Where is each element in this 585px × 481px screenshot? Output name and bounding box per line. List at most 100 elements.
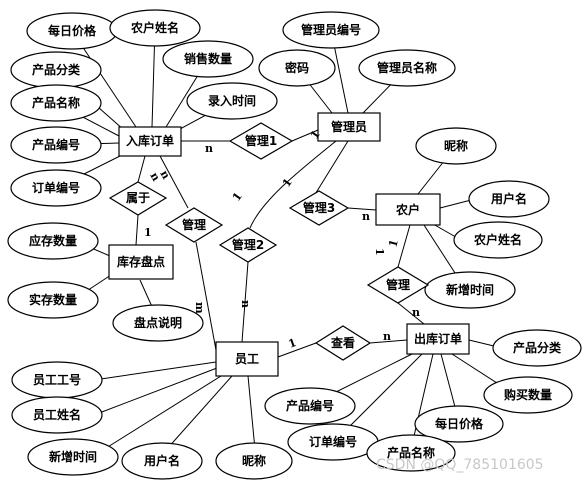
svg-text:每日价格: 每日价格	[435, 416, 484, 431]
svg-text:管理员: 管理员	[331, 119, 367, 134]
svg-text:新增时间: 新增时间	[49, 449, 97, 464]
attribute-nickname: 昵称	[415, 127, 497, 165]
svg-text:管理员编号: 管理员编号	[301, 22, 361, 37]
svg-text:录入时间: 录入时间	[208, 93, 256, 108]
relationship-manage1: 管理1	[228, 122, 294, 160]
svg-text:产品名称: 产品名称	[387, 445, 435, 460]
svg-text:昵称: 昵称	[444, 138, 468, 153]
watermark: CSDN @QQ_785101605	[376, 457, 544, 473]
relationship-view: 查看	[314, 325, 372, 361]
svg-text:员工工号: 员工工号	[33, 372, 81, 387]
cardinality-label: n	[239, 300, 252, 308]
attribute-staff-added-time: 新增时间	[27, 438, 119, 476]
attribute-username: 用户名	[468, 180, 550, 218]
attribute-ellipses: 每日价格 农户姓名 产品分类 销售数量 录入时间 产品名称 产品编号 订单编号 …	[7, 9, 582, 480]
attribute-out-product-no: 产品编号	[264, 387, 356, 425]
svg-text:新增时间: 新增时间	[446, 282, 494, 297]
svg-text:入库订单: 入库订单	[126, 133, 174, 148]
cardinality-label: n	[205, 142, 213, 155]
svg-text:农户姓名: 农户姓名	[130, 20, 179, 35]
svg-text:管理2: 管理2	[232, 237, 264, 252]
svg-text:属于: 属于	[126, 191, 150, 205]
cardinality-label: n	[412, 306, 420, 319]
svg-text:查看: 查看	[330, 335, 355, 350]
cardinality-label: 1	[287, 336, 299, 351]
attribute-sales-qty: 销售数量	[162, 40, 254, 78]
attribute-product-category: 产品分类	[10, 51, 102, 89]
cardinality-label: m	[193, 302, 206, 314]
svg-text:产品名称: 产品名称	[32, 95, 80, 110]
svg-text:订单编号: 订单编号	[32, 180, 80, 195]
attribute-actual-stock: 实存数量	[7, 281, 99, 319]
attribute-product-name: 产品名称	[10, 84, 102, 122]
svg-text:订单编号: 订单编号	[309, 434, 357, 449]
attribute-admin-no: 管理员编号	[282, 11, 380, 49]
svg-text:管理: 管理	[182, 217, 206, 232]
svg-text:应存数量: 应存数量	[29, 233, 77, 248]
svg-text:产品编号: 产品编号	[286, 398, 334, 413]
cardinality-label: 1	[230, 190, 245, 204]
attribute-order-no: 订单编号	[10, 169, 102, 207]
svg-text:农户姓名: 农户姓名	[473, 232, 522, 247]
svg-text:销售数量: 销售数量	[184, 51, 232, 66]
attribute-staff-username: 用户名	[121, 442, 203, 480]
cardinality-label: 1	[386, 238, 401, 249]
svg-text:管理: 管理	[386, 277, 410, 292]
cardinality-label: n	[383, 330, 391, 343]
attribute-out-daily-price: 每日价格	[414, 405, 504, 443]
attribute-due-stock: 应存数量	[7, 222, 99, 260]
attribute-product-no: 产品编号	[10, 126, 102, 164]
svg-text:昵称: 昵称	[242, 453, 266, 468]
entity-admin: 管理员	[317, 112, 381, 142]
entity-farmer: 农户	[375, 193, 441, 226]
attribute-staff-nickname: 昵称	[215, 442, 293, 480]
attribute-entry-time: 录入时间	[186, 82, 278, 120]
cardinality-label: 1	[373, 248, 386, 256]
cardinality-label: 1	[144, 226, 152, 239]
entity-inbound-order: 入库订单	[118, 126, 182, 157]
relationship-manage-a: 管理	[164, 207, 224, 243]
svg-text:管理3: 管理3	[303, 200, 335, 215]
svg-text:密码: 密码	[285, 60, 309, 75]
svg-text:用户名: 用户名	[143, 453, 180, 468]
entity-outbound-order: 出库订单	[406, 323, 470, 355]
svg-text:盘点说明: 盘点说明	[134, 315, 182, 330]
attribute-purchase-qty: 购买数量	[483, 376, 573, 414]
attribute-admin-name: 管理员名称	[358, 49, 456, 87]
relationship-diamonds: 管理1 管理3 管理2 属于 管理 管理 查看	[108, 122, 430, 361]
svg-text:管理员名称: 管理员名称	[377, 60, 437, 75]
svg-text:库存盘点: 库存盘点	[117, 254, 165, 269]
attribute-farmer-name: 农户姓名	[109, 9, 201, 47]
svg-text:产品编号: 产品编号	[32, 137, 80, 152]
entity-boxes: 入库订单 管理员 农户 库存盘点 员工 出库订单	[108, 112, 470, 377]
relationship-manage2: 管理2	[218, 227, 278, 263]
relationship-manage3: 管理3	[288, 190, 350, 226]
relationship-manage-b: 管理	[366, 266, 430, 304]
svg-text:每日价格: 每日价格	[48, 23, 97, 38]
svg-text:购买数量: 购买数量	[504, 387, 552, 402]
svg-text:用户名: 用户名	[490, 191, 527, 206]
entity-inventory: 库存盘点	[108, 244, 174, 280]
cardinality-label: 1	[280, 176, 295, 190]
svg-text:出库订单: 出库订单	[414, 331, 462, 346]
attribute-farmer-name2: 农户姓名	[453, 221, 543, 259]
svg-text:实存数量: 实存数量	[29, 292, 77, 307]
cardinality-label: n	[362, 210, 370, 223]
svg-text:员工姓名: 员工姓名	[33, 407, 81, 422]
attribute-out-product-name: 产品名称	[366, 434, 456, 472]
attribute-added-time: 新增时间	[424, 271, 516, 309]
relationship-belongs: 属于	[108, 181, 168, 216]
svg-text:员工: 员工	[235, 352, 259, 366]
svg-text:农户: 农户	[395, 202, 420, 217]
entity-staff: 员工	[215, 341, 279, 377]
svg-text:产品分类: 产品分类	[513, 340, 562, 355]
attribute-out-category: 产品分类	[492, 329, 582, 367]
attribute-password: 密码	[258, 49, 336, 87]
attribute-out-order-no: 订单编号	[287, 423, 379, 461]
svg-text:产品分类: 产品分类	[32, 62, 81, 77]
attribute-daily-price: 每日价格	[26, 12, 118, 50]
attribute-check-note: 盘点说明	[112, 304, 204, 342]
attribute-staff-name: 员工姓名	[11, 396, 103, 434]
svg-text:管理1: 管理1	[245, 133, 277, 148]
